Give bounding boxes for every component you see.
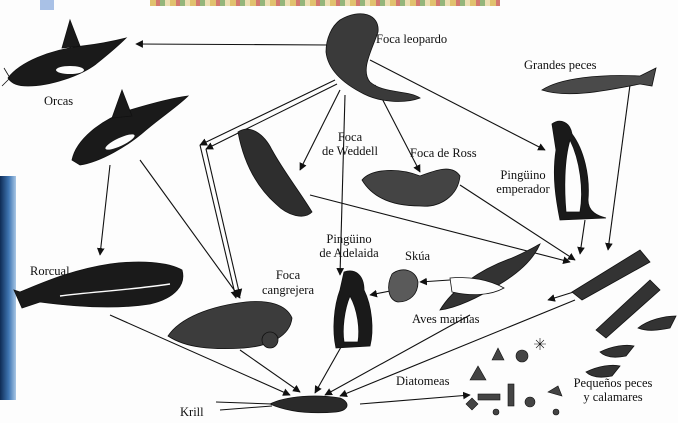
label-emperor-penguin-line-1: Pingüino <box>488 168 558 182</box>
label-krill: Krill <box>180 405 204 419</box>
label-skua: Skúa <box>405 249 430 263</box>
small-fish-illustration <box>572 250 676 377</box>
ross-seal-illustration <box>362 169 460 206</box>
label-crabeater-seal-line-2: cangrejera <box>248 283 328 297</box>
skua-illustration <box>389 270 418 302</box>
label-adelie-penguin-line-1: Pingüino <box>314 232 384 246</box>
label-rorqual: Rorcual <box>30 264 70 278</box>
leopard-seal-illustration <box>326 14 420 102</box>
adelie-penguin-illustration <box>334 271 372 348</box>
arrow-weddell-to-orca <box>100 165 110 255</box>
label-adelie-penguin-line-2: de Adelaida <box>306 246 392 260</box>
crabeater-seal-illustration <box>168 302 292 349</box>
label-ross-seal: Foca de Ross <box>410 146 477 160</box>
arrow-emperor-to-leopard <box>370 60 545 150</box>
label-small-fish-line-2: y calamares <box>560 390 666 404</box>
label-small-fish-line-1: Pequeños peces <box>560 376 666 390</box>
arrow-diatoms-to-krill <box>360 395 470 404</box>
arrow-crabeater-to-leopard-a <box>200 80 335 145</box>
arrow-bigfish-to-emperor <box>608 85 630 250</box>
weddell-seal-illustration <box>238 129 312 216</box>
label-weddell-seal-line-1: Foca <box>320 130 380 144</box>
orca-illustration <box>2 20 126 86</box>
arrow-skua-seabirds <box>420 280 450 282</box>
label-emperor-penguin-line-2: emperador <box>484 182 562 196</box>
label-orcas: Orcas <box>44 94 73 108</box>
arrow-crabeater-to-leopard-b <box>200 145 236 298</box>
label-leopard-seal: Foca leopardo <box>376 32 447 46</box>
krill-illustration <box>216 396 347 413</box>
arrow-emperor-to-small <box>580 220 585 254</box>
arrow-crabeater-to-leopard-c <box>206 84 337 149</box>
diatoms-illustration <box>466 338 562 415</box>
label-weddell-seal-line-2: de Weddell <box>312 144 388 158</box>
label-big-fish: Grandes peces <box>524 58 597 72</box>
label-diatoms: Diatomeas <box>396 374 449 388</box>
arrow-leopard-to-orca <box>136 44 330 45</box>
orca-illustration <box>72 90 188 165</box>
label-seabirds: Aves marinas <box>412 312 479 326</box>
label-crabeater-seal-line-1: Foca <box>258 268 318 282</box>
emperor-penguin-illustration <box>552 121 606 220</box>
seabird-illustration <box>440 244 540 310</box>
